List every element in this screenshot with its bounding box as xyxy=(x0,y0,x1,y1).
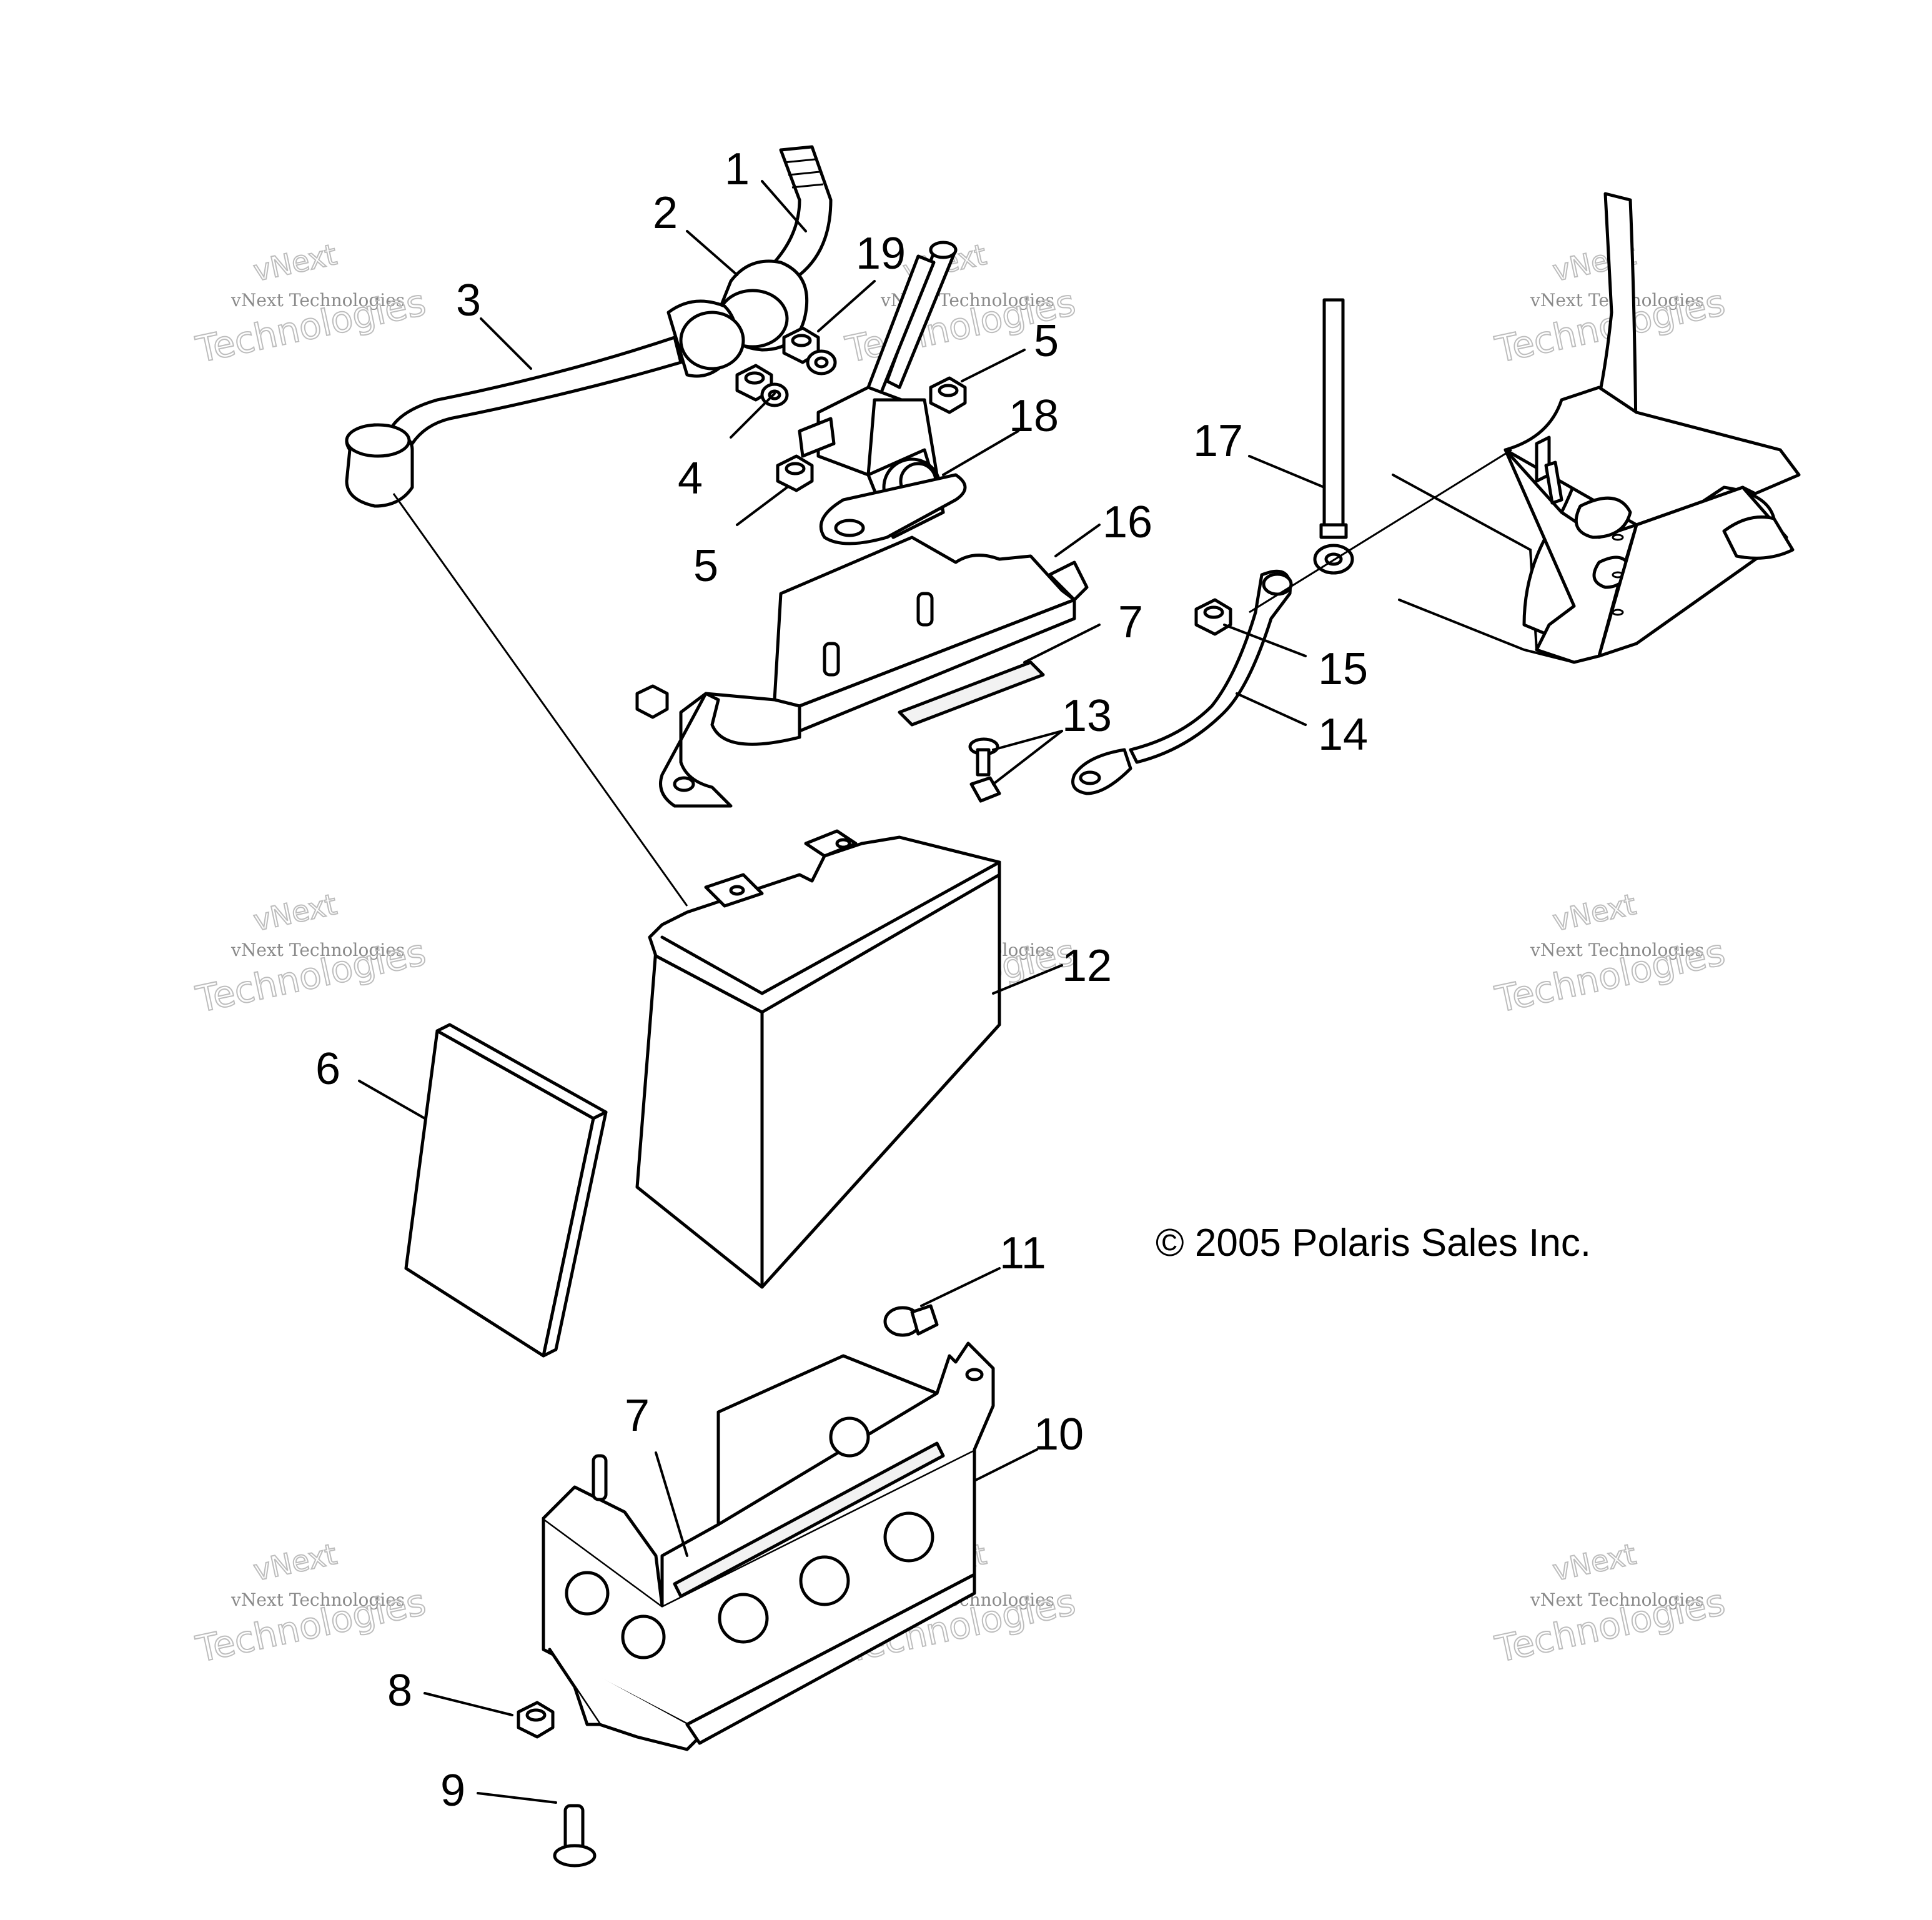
nut-part-5-upper xyxy=(929,376,967,414)
screw-part-13 xyxy=(968,737,999,777)
nut-part-19 xyxy=(782,326,820,364)
svg-text:vNext: vNext xyxy=(250,1537,340,1588)
leader-lines xyxy=(358,180,1512,1804)
nut-part-5-lower xyxy=(776,454,814,492)
callout-labels: 1 2 3 19 5 18 4 5 16 7 13 17 15 14 12 6 … xyxy=(315,144,1368,1816)
svg-text:vNext Technologies: vNext Technologies xyxy=(1530,1589,1704,1610)
callout-1: 1 xyxy=(725,144,750,194)
bolt-part-9 xyxy=(553,1804,597,1868)
foam-pad-part-7-upper xyxy=(898,660,1045,727)
nut-part-15 xyxy=(1194,598,1232,636)
callout-6: 6 xyxy=(315,1044,340,1094)
callout-16: 16 xyxy=(1102,497,1152,547)
callout-13: 13 xyxy=(1062,691,1112,741)
callout-17: 17 xyxy=(1193,416,1243,466)
svg-text:vNext: vNext xyxy=(1550,1537,1639,1588)
callout-5-lower: 5 xyxy=(693,541,718,591)
battery-cable-part-3 xyxy=(345,299,745,508)
washer-part-19 xyxy=(806,349,837,376)
foam-pad-part-6 xyxy=(404,1023,608,1358)
ground-cable-part-14 xyxy=(1071,569,1293,795)
callout-11: 11 xyxy=(999,1228,1046,1278)
svg-text:vNext Technologies: vNext Technologies xyxy=(230,1589,405,1610)
callout-19: 19 xyxy=(856,229,906,279)
frame-section xyxy=(1392,192,1801,664)
callout-18: 18 xyxy=(1009,391,1059,441)
watermark: vNext vNext Technologies Technologies xyxy=(1491,887,1730,1022)
callout-3: 3 xyxy=(456,276,481,326)
watermark: vNext vNext Technologies Technologies xyxy=(1491,1536,1730,1671)
callout-7-upper: 7 xyxy=(1118,597,1143,647)
callout-9: 9 xyxy=(440,1766,465,1816)
svg-text:vNext Technologies: vNext Technologies xyxy=(230,940,405,960)
svg-text:vNext: vNext xyxy=(1550,887,1639,938)
watermark: vNext vNext Technologies Technologies xyxy=(192,1536,430,1671)
copyright-notice: © 2005 Polaris Sales Inc. xyxy=(1156,1221,1591,1265)
bolt-part-11 xyxy=(883,1304,939,1337)
callout-7-lower: 7 xyxy=(625,1391,650,1441)
svg-text:vNext Technologies: vNext Technologies xyxy=(1530,940,1704,960)
callout-4: 4 xyxy=(678,454,703,504)
watermark: vNext vNext Technologies Technologies xyxy=(192,887,430,1022)
svg-text:vNext Technologies: vNext Technologies xyxy=(230,290,405,311)
callout-8: 8 xyxy=(387,1666,412,1716)
callout-12: 12 xyxy=(1062,941,1112,991)
callout-14: 14 xyxy=(1318,710,1368,760)
ground-strap-part-17 xyxy=(1313,298,1354,575)
starter-solenoid-part-18 xyxy=(798,241,967,545)
svg-text:vNext: vNext xyxy=(250,237,340,288)
callout-2: 2 xyxy=(653,188,678,238)
watermark: vNext vNext Technologies Technologies xyxy=(192,237,430,372)
hold-down-bracket-part-16 xyxy=(635,535,1089,808)
callout-15: 15 xyxy=(1318,644,1368,694)
battery-box-part-10 xyxy=(542,1341,995,1751)
nut-part-8 xyxy=(517,1701,555,1739)
foam-pad-part-7-lower xyxy=(673,1441,945,1598)
callout-10: 10 xyxy=(1034,1410,1084,1460)
svg-text:vNext: vNext xyxy=(250,887,340,938)
callout-5-upper: 5 xyxy=(1034,316,1059,366)
battery-part-12 xyxy=(635,829,1001,1289)
